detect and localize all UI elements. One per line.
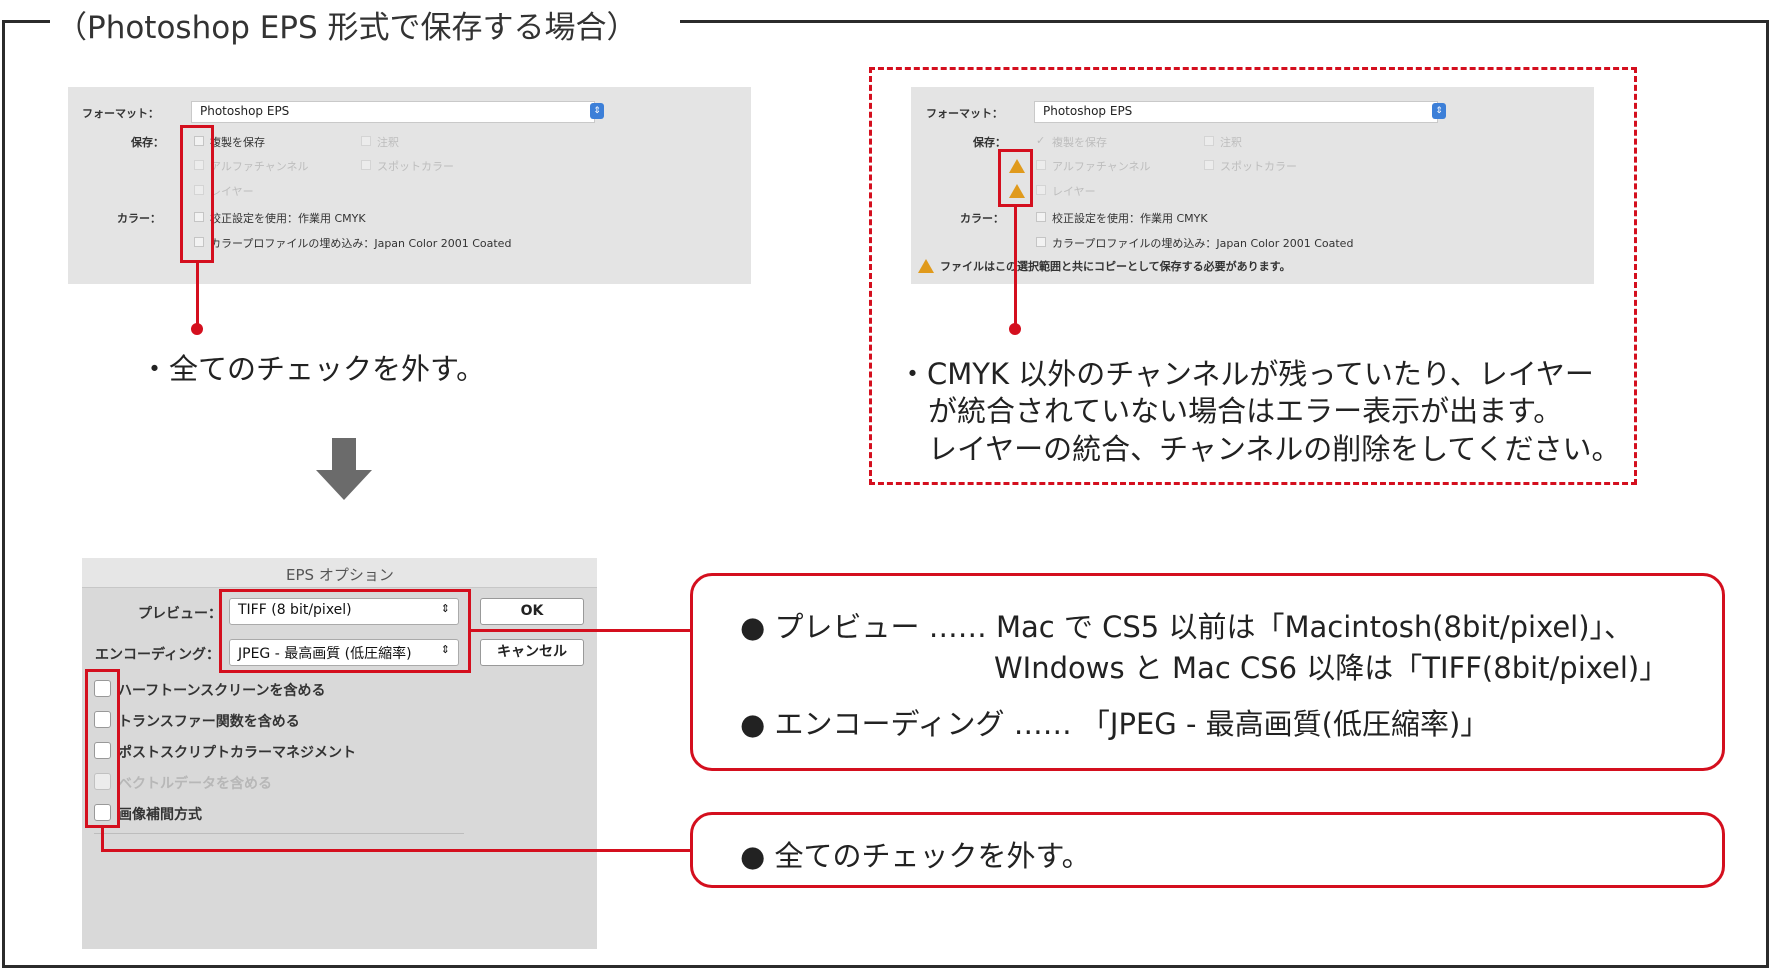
option-transfer: トランスファー関数を含める	[118, 714, 300, 730]
callout-bottom-text: ● 全てのチェックを外す。	[740, 839, 1091, 873]
checkbox-ps-color[interactable]	[94, 742, 111, 759]
chevron-updown-icon: ⇕	[440, 643, 450, 656]
option-vector: ベクトルデータを含める	[118, 776, 272, 792]
option-save-copy: 複製を保存	[210, 136, 265, 149]
checkbox-spot-right[interactable]	[1204, 160, 1214, 170]
preview-label: プレビュー：	[138, 606, 222, 622]
checkbox-alpha[interactable]	[194, 160, 204, 170]
warning-icon	[918, 259, 934, 273]
chevron-updown-icon: ⇕	[440, 602, 450, 615]
checkbox-proof[interactable]	[194, 212, 204, 222]
preview-value: TIFF (8 bit/pixel)	[238, 602, 352, 618]
checkbox-profile[interactable]	[194, 237, 204, 247]
note-right-line1: ・CMYK 以外のチャンネルが残っていたり、レイヤー	[898, 357, 1594, 391]
connector-top	[470, 629, 692, 632]
eps-dialog-titlebar	[82, 558, 597, 588]
option-layers-right: レイヤー	[1052, 185, 1096, 198]
leader-line-right	[1014, 206, 1017, 328]
callout-line1: ● プレビュー …… Mac で CS5 以前は「Macintosh(8bit/…	[740, 610, 1634, 644]
section-title: （Photoshop EPS 形式で保存する場合）	[56, 10, 638, 46]
callout-preview-encoding	[690, 573, 1725, 771]
callout-line3: ● エンコーディング …… 「JPEG - 最高画質(低圧縮率)」	[740, 707, 1490, 741]
ok-button[interactable]: OK	[480, 598, 584, 625]
select-arrows-icon: ⇕	[590, 103, 604, 119]
checkbox-save-copy[interactable]	[194, 136, 204, 146]
divider	[94, 833, 464, 834]
option-spot: スポットカラー	[377, 160, 454, 173]
highlight-warning-icons	[998, 149, 1033, 207]
checkbox-layers[interactable]	[194, 185, 204, 195]
format-label-right: フォーマット：	[926, 107, 1003, 120]
warning-icon	[1009, 159, 1025, 173]
checkbox-layers-right[interactable]	[1036, 185, 1046, 195]
checkmark-icon: ✓	[1036, 134, 1046, 147]
highlight-left-checkboxes	[180, 125, 214, 263]
leader-dot-left	[191, 323, 203, 335]
warning-icon	[1009, 184, 1025, 198]
option-interpolation: 画像補間方式	[118, 807, 202, 823]
leader-line-left	[196, 262, 199, 329]
eps-dialog-title: EPS オプション	[286, 566, 394, 584]
format-select[interactable]: Photoshop EPS	[191, 101, 595, 123]
highlight-eps-checkboxes	[85, 669, 120, 828]
color-label-right: カラー：	[960, 212, 1004, 225]
checkbox-vector[interactable]	[94, 773, 111, 790]
highlight-preview-encoding	[219, 589, 471, 673]
checkbox-annotations[interactable]	[361, 136, 371, 146]
option-halftone: ハーフトーンスクリーンを含める	[118, 683, 326, 699]
checkbox-transfer[interactable]	[94, 711, 111, 728]
option-spot-right: スポットカラー	[1220, 160, 1297, 173]
option-alpha: アルファチャンネル	[210, 160, 309, 173]
color-label: カラー：	[117, 212, 161, 225]
connector-bottom-horizontal	[101, 849, 692, 852]
warning-message: ファイルはこの選択範囲と共にコピーとして保存する必要があります。	[940, 260, 1291, 273]
checkbox-halftone[interactable]	[94, 680, 111, 697]
leader-dot-right	[1009, 323, 1021, 335]
dashed-warning-box	[869, 67, 1637, 485]
encoding-select[interactable]: JPEG - 最高画質 (低圧縮率) ⇕	[229, 639, 459, 666]
format-value-right: Photoshop EPS	[1043, 104, 1133, 118]
note-left: ・全てのチェックを外す。	[140, 352, 486, 386]
format-select-right[interactable]: Photoshop EPS	[1034, 101, 1438, 123]
cancel-button[interactable]: キャンセル	[480, 639, 584, 666]
preview-select[interactable]: TIFF (8 bit/pixel) ⇕	[229, 598, 459, 625]
checkbox-profile-right[interactable]	[1036, 237, 1046, 247]
note-right-line3: レイヤーの統合、チャンネルの削除をしてください。	[928, 432, 1621, 466]
option-proof: 校正設定を使用：作業用 CMYK	[210, 212, 366, 225]
frame-top-left-line	[2, 20, 50, 23]
select-arrows-icon-right: ⇕	[1432, 103, 1446, 119]
format-value: Photoshop EPS	[200, 104, 290, 118]
down-arrow-icon	[316, 470, 372, 500]
outer-frame	[2, 20, 1769, 968]
format-label: フォーマット：	[82, 107, 159, 120]
down-arrow-shaft	[332, 438, 356, 472]
save-label: 保存：	[131, 136, 164, 149]
option-layers: レイヤー	[210, 185, 254, 198]
note-right-line2: が統合されていない場合はエラー表示が出ます。	[928, 394, 1563, 428]
option-proof-right: 校正設定を使用：作業用 CMYK	[1052, 212, 1208, 225]
checkbox-interpolation[interactable]	[94, 804, 111, 821]
option-ps-color: ポストスクリプトカラーマネジメント	[118, 745, 356, 761]
option-save-copy-right: 複製を保存	[1052, 136, 1107, 149]
option-alpha-right: アルファチャンネル	[1052, 160, 1151, 173]
checkbox-proof-right[interactable]	[1036, 212, 1046, 222]
checkbox-annotations-right[interactable]	[1204, 136, 1214, 146]
encoding-label: エンコーディング：	[95, 647, 221, 663]
save-label-right: 保存：	[973, 136, 1006, 149]
callout-line2: WIndows と Mac CS6 以降は「TIFF(8bit/pixel)」	[994, 651, 1669, 685]
connector-bottom-vertical	[101, 827, 104, 852]
checkbox-alpha-right[interactable]	[1036, 160, 1046, 170]
checkbox-spot[interactable]	[361, 160, 371, 170]
option-profile-right: カラープロファイルの埋め込み：Japan Color 2001 Coated	[1052, 237, 1354, 250]
frame-top-right-line	[680, 20, 1769, 23]
encoding-value: JPEG - 最高画質 (低圧縮率)	[238, 646, 412, 662]
option-annotations: 注釈	[377, 136, 399, 149]
option-profile: カラープロファイルの埋め込み：Japan Color 2001 Coated	[210, 237, 512, 250]
option-annotations-right: 注釈	[1220, 136, 1242, 149]
callout-uncheck-all	[690, 812, 1725, 888]
